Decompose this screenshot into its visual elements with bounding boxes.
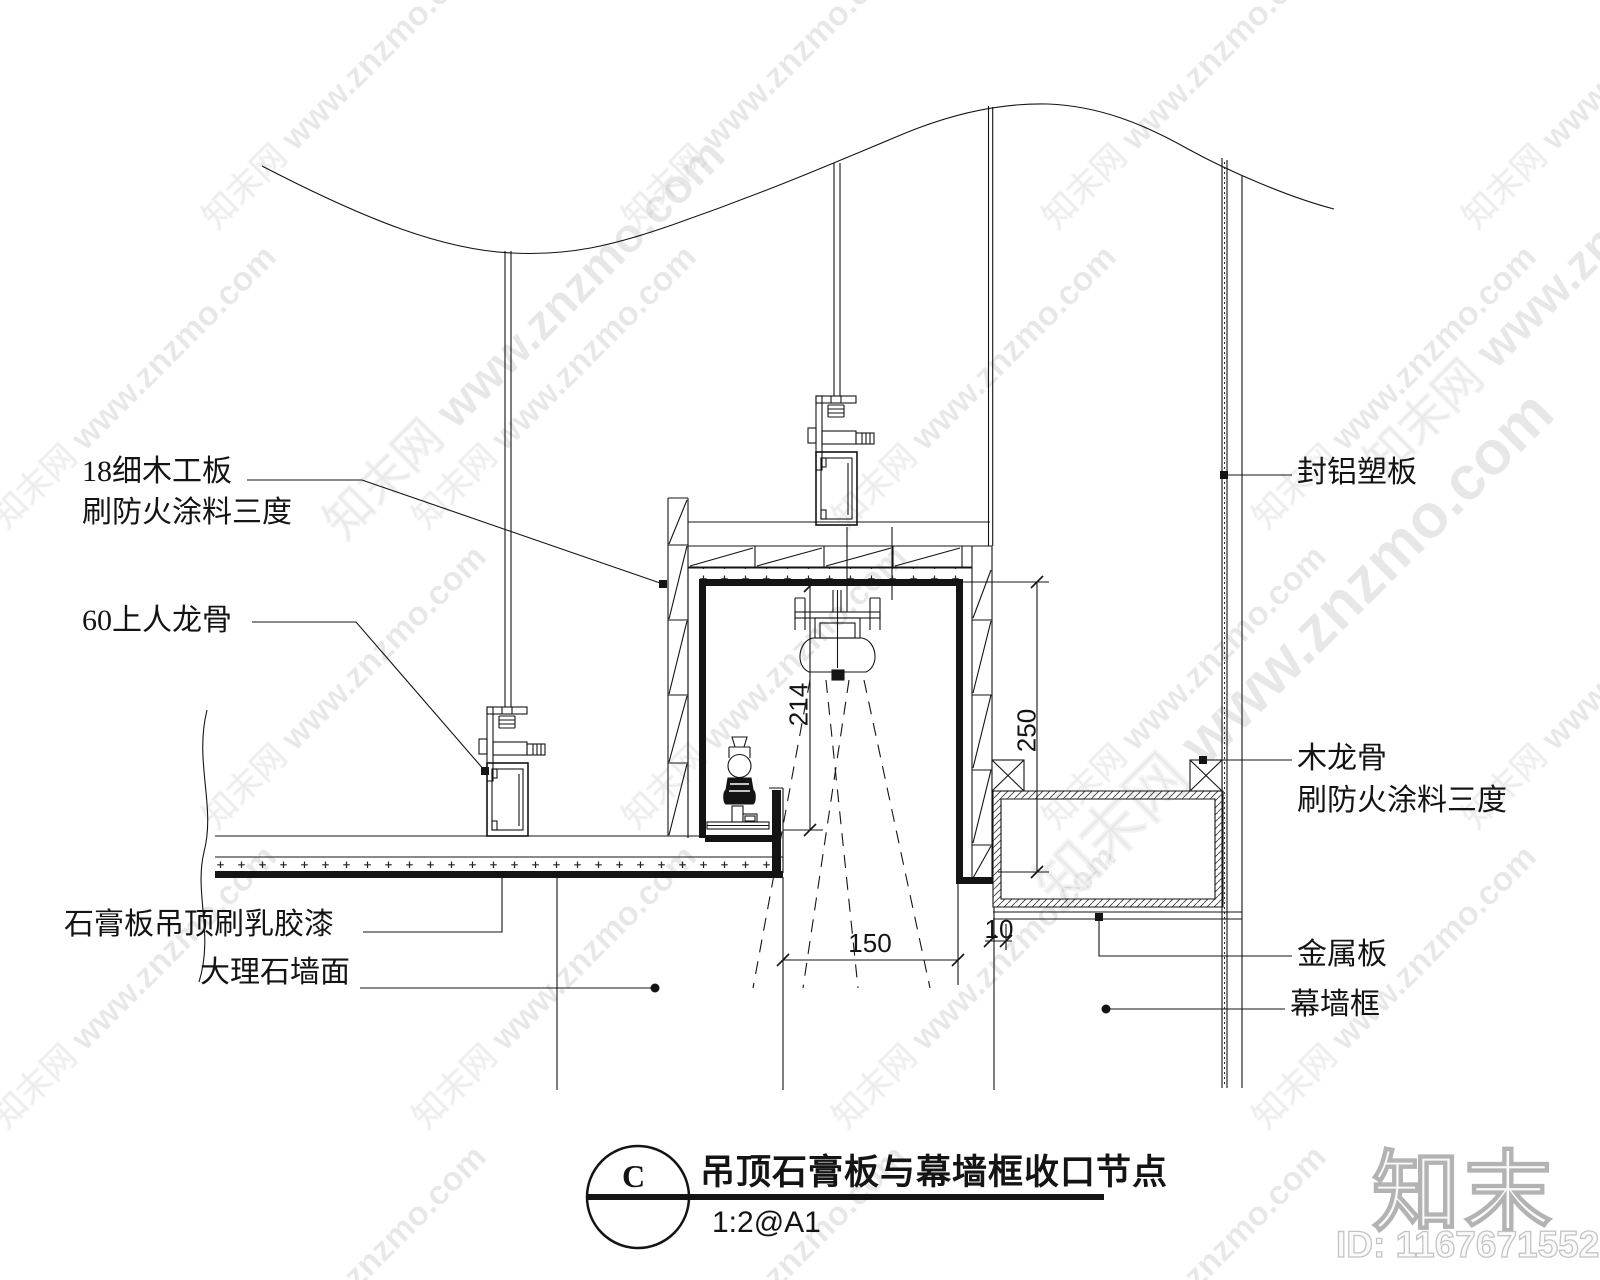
- gypsum-stipple-bands: [215, 568, 972, 877]
- dim-10: 10: [984, 914, 1014, 944]
- label-wood-keel-line2: 刷防火涂料三度: [1297, 784, 1507, 817]
- dim-250: 250: [1011, 708, 1042, 753]
- site-logo: 知末: [1371, 1142, 1557, 1243]
- label-curtain-frame: 幕墙框: [1290, 988, 1380, 1021]
- linework: [198, 103, 1335, 1090]
- label-keel: 60上人龙骨: [82, 604, 232, 637]
- track-spotlight: [706, 736, 770, 830]
- recessed-spotlight: [794, 527, 893, 681]
- left-break-line: [198, 709, 209, 983]
- wood-blocking: [991, 759, 1223, 792]
- title-block: [585, 1144, 1104, 1250]
- metal-panel-box: [992, 790, 1224, 908]
- label-marble: 大理石墙面: [200, 956, 350, 989]
- label-wood-keel-line1: 木龙骨: [1297, 742, 1387, 775]
- dim-150: 150: [848, 928, 892, 958]
- label-gypsum: 石膏板吊顶刷乳胶漆: [64, 908, 334, 941]
- leader-lines: [247, 474, 1292, 1010]
- detail-scale: 1:2@A1: [712, 1206, 821, 1239]
- center-hanger-rod: [833, 163, 841, 396]
- dimension-lines: [776, 575, 1049, 967]
- thick-poche: [215, 471, 1228, 1014]
- left-hanger-rod: [504, 251, 512, 707]
- alu-panel-line: [1221, 158, 1228, 1088]
- slab-break-curve: [261, 103, 1335, 255]
- detail-letter: C: [622, 1158, 646, 1194]
- label-plywood-line2: 刷防火涂料三度: [82, 496, 292, 529]
- label-plywood-line1: 18细木工板: [82, 455, 232, 488]
- detail-title: 吊顶石膏板与幕墙框收口节点: [700, 1153, 1169, 1192]
- image-id: ID: 1167671552: [1335, 1223, 1600, 1265]
- light-beam-lines: [752, 679, 931, 989]
- label-alu-panel: 封铝塑板: [1297, 456, 1417, 489]
- label-metal-panel: 金属板: [1297, 938, 1387, 971]
- dim-214: 214: [783, 682, 814, 727]
